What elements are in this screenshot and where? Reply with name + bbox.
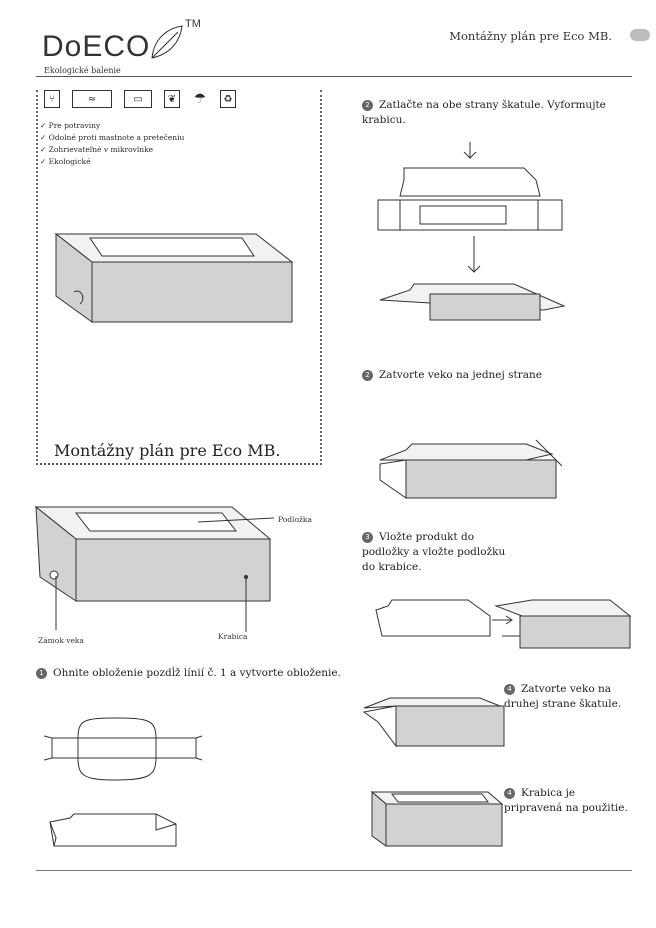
lock-label: Zámok veka xyxy=(38,636,84,645)
feature-list: Pre potraviny Odolné proti mastnote a pr… xyxy=(40,120,185,168)
logo-text: DoECO xyxy=(42,30,151,63)
insert-tray-diagram xyxy=(375,599,632,649)
tray-label: Podložka xyxy=(278,515,312,524)
food-safe-icon: ⑂ xyxy=(44,90,60,108)
finished-box-diagram xyxy=(370,790,504,847)
header-divider xyxy=(36,76,632,77)
step-text: Zatlačte na obe strany škatule. Vyformuj… xyxy=(362,99,606,126)
step-number: 4 xyxy=(504,684,515,695)
trademark: TM xyxy=(185,18,201,30)
oil-resistant-icon: ≈ xyxy=(72,90,112,108)
step-text: Zatvorte veko na jednej strane xyxy=(379,369,542,381)
step-2b: 2 Zatvorte veko na jednej strane xyxy=(362,368,542,383)
logo-subtitle: Ekologické balenie xyxy=(44,66,121,75)
box-illustration xyxy=(54,232,294,323)
box-title: Montážny plán pre Eco MB. xyxy=(54,441,281,460)
feature-item: Pre potraviny xyxy=(40,120,184,132)
feature-item: Odolné proti mastnote a pretečeniu xyxy=(40,132,185,144)
recycle-bin-icon: ♻ xyxy=(220,90,236,108)
step-text: Zatvorte veko na druhej strane škatule. xyxy=(504,683,622,710)
microwave-icon: ▭ xyxy=(124,90,152,108)
step-1: 1 Ohnite obloženie pozdĺž línií č. 1 a vy… xyxy=(36,666,341,681)
step-number: 2 xyxy=(362,370,373,381)
step-text: Ohnite obloženie pozdĺž línií č. 1 a vyt… xyxy=(53,667,341,679)
doeco-logo: DoECO TM xyxy=(42,18,201,72)
page-title: Montážny plán pre Eco MB. xyxy=(449,29,612,43)
step-number: 1 xyxy=(36,668,47,679)
close-lid-diagram xyxy=(379,439,563,499)
fold-diagram xyxy=(43,717,203,781)
footer-divider xyxy=(36,870,632,871)
step-text: Krabica je pripravená na použitie. xyxy=(504,787,628,814)
step-number: 2 xyxy=(362,100,373,111)
push-sides-diagram xyxy=(377,142,566,321)
step-text: Vložte produkt do podložky a vložte podl… xyxy=(362,531,506,573)
feature-item: Zohrievateľné v mikrovlnke xyxy=(40,144,184,156)
feature-box xyxy=(36,90,322,465)
icon-row: ⑂ ≈ ▭ ❦ ☂ ♻ xyxy=(44,90,236,110)
leaf-icon xyxy=(151,25,183,59)
box-label: Krabica xyxy=(218,632,248,641)
page-tab xyxy=(630,29,650,41)
main-box-diagram xyxy=(34,505,272,602)
step-number: 4 xyxy=(504,788,515,799)
keep-dry-icon: ☂ xyxy=(193,91,207,107)
eco-leaf-icon: ❦ xyxy=(164,90,180,108)
close-other-side-diagram xyxy=(362,697,505,748)
feature-item: Ekologické xyxy=(40,156,184,168)
step-number: 3 xyxy=(362,532,373,543)
lined-tray xyxy=(49,813,177,847)
